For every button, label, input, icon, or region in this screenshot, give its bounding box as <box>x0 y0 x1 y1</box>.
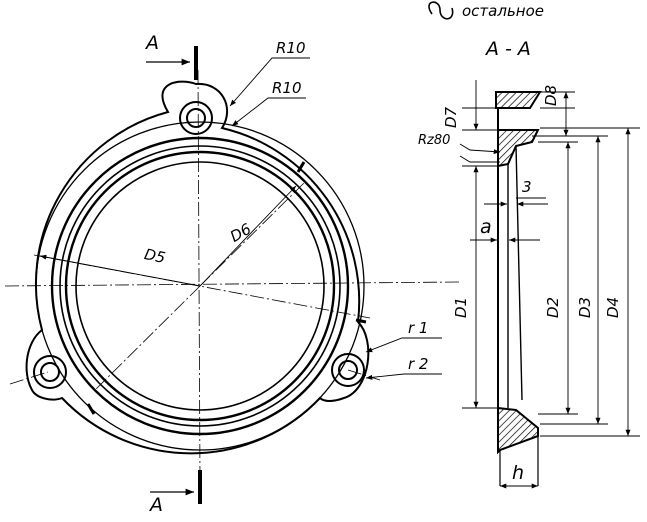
radius-label-r10-b: R10 <box>272 79 302 97</box>
section-cut-top <box>146 46 198 80</box>
dimension-label-a: a <box>480 216 492 238</box>
dimension-label-3: 3 <box>522 178 532 196</box>
cut-label-bottom: А <box>150 494 163 516</box>
diameter-label-d7: D7 <box>442 106 460 128</box>
ring-3 <box>64 150 336 422</box>
front-leaders <box>229 57 442 380</box>
diameter-label-d3: D3 <box>576 296 594 318</box>
diameter-label-d4: D4 <box>604 296 622 318</box>
bolt-hole-left <box>33 355 67 389</box>
diameter-label-d2: D2 <box>544 296 562 318</box>
section-title: А - А <box>486 38 531 60</box>
section-top-lug <box>495 91 542 109</box>
front-dimensions <box>39 185 297 287</box>
section-top-lip <box>497 129 540 168</box>
section-cut-bottom <box>150 470 202 504</box>
diameter-label-d5: D5 <box>142 245 168 268</box>
slot-mark-2 <box>355 318 367 324</box>
cut-label-top: А <box>146 32 159 54</box>
section-bottom-lip <box>497 406 539 455</box>
slot-mark-3 <box>86 403 96 415</box>
section-dimensions <box>459 80 640 489</box>
radius-label-r10-a: R10 <box>276 39 306 57</box>
radius-label-r2: r 2 <box>408 355 429 373</box>
front-view <box>25 80 370 455</box>
roughness-note-text: остальное <box>462 2 544 20</box>
dimension-label-h: h <box>512 462 525 484</box>
slot-mark-1 <box>296 161 306 173</box>
section-view <box>495 91 542 486</box>
diameter-label-d8: D8 <box>542 84 560 106</box>
bolt-hole-top <box>179 101 213 135</box>
diameter-label-d1: D1 <box>452 296 470 318</box>
roughness-rz80-label: Rz80 <box>418 133 451 148</box>
roughness-symbol-icon <box>428 1 454 20</box>
bolt-hole-right <box>331 353 365 387</box>
radius-label-r1: r 1 <box>408 319 429 337</box>
